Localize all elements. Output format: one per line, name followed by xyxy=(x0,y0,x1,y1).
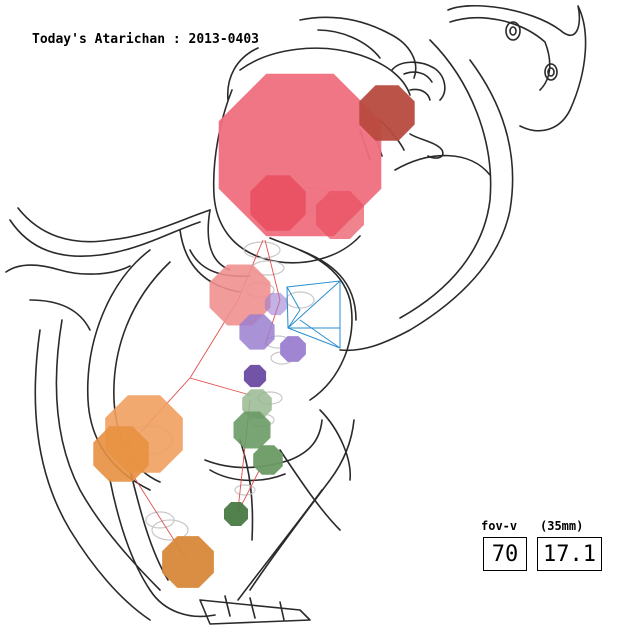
hip-lower-joint[interactable] xyxy=(93,426,149,482)
focal-length-input[interactable]: 17.1 xyxy=(537,537,602,571)
hand-joint[interactable] xyxy=(359,85,415,141)
foot-joint[interactable] xyxy=(162,536,214,588)
head-center-joint[interactable] xyxy=(250,175,306,231)
focal-length-label: (35mm) xyxy=(540,519,584,533)
shoulder-joint[interactable] xyxy=(264,292,288,316)
joint-markers xyxy=(93,73,415,588)
thigh-joint[interactable] xyxy=(233,411,271,449)
arm-joint[interactable] xyxy=(280,336,306,362)
sketch-lines xyxy=(5,5,587,625)
page-title: Today's Atarichan : 2013-0403 xyxy=(32,32,259,47)
chest-joint[interactable] xyxy=(239,314,275,350)
knee-joint[interactable] xyxy=(253,445,283,475)
camera-frustum xyxy=(286,280,341,349)
shin-joint[interactable] xyxy=(224,502,248,526)
waist-joint[interactable] xyxy=(243,364,267,388)
pelvis-joint[interactable] xyxy=(242,389,272,419)
fov-input[interactable]: 70 xyxy=(483,537,527,571)
jaw-joint[interactable] xyxy=(316,191,364,239)
neck-joint[interactable] xyxy=(209,264,271,326)
ghost-rings xyxy=(127,187,349,541)
fov-label: fov-v xyxy=(481,519,518,533)
